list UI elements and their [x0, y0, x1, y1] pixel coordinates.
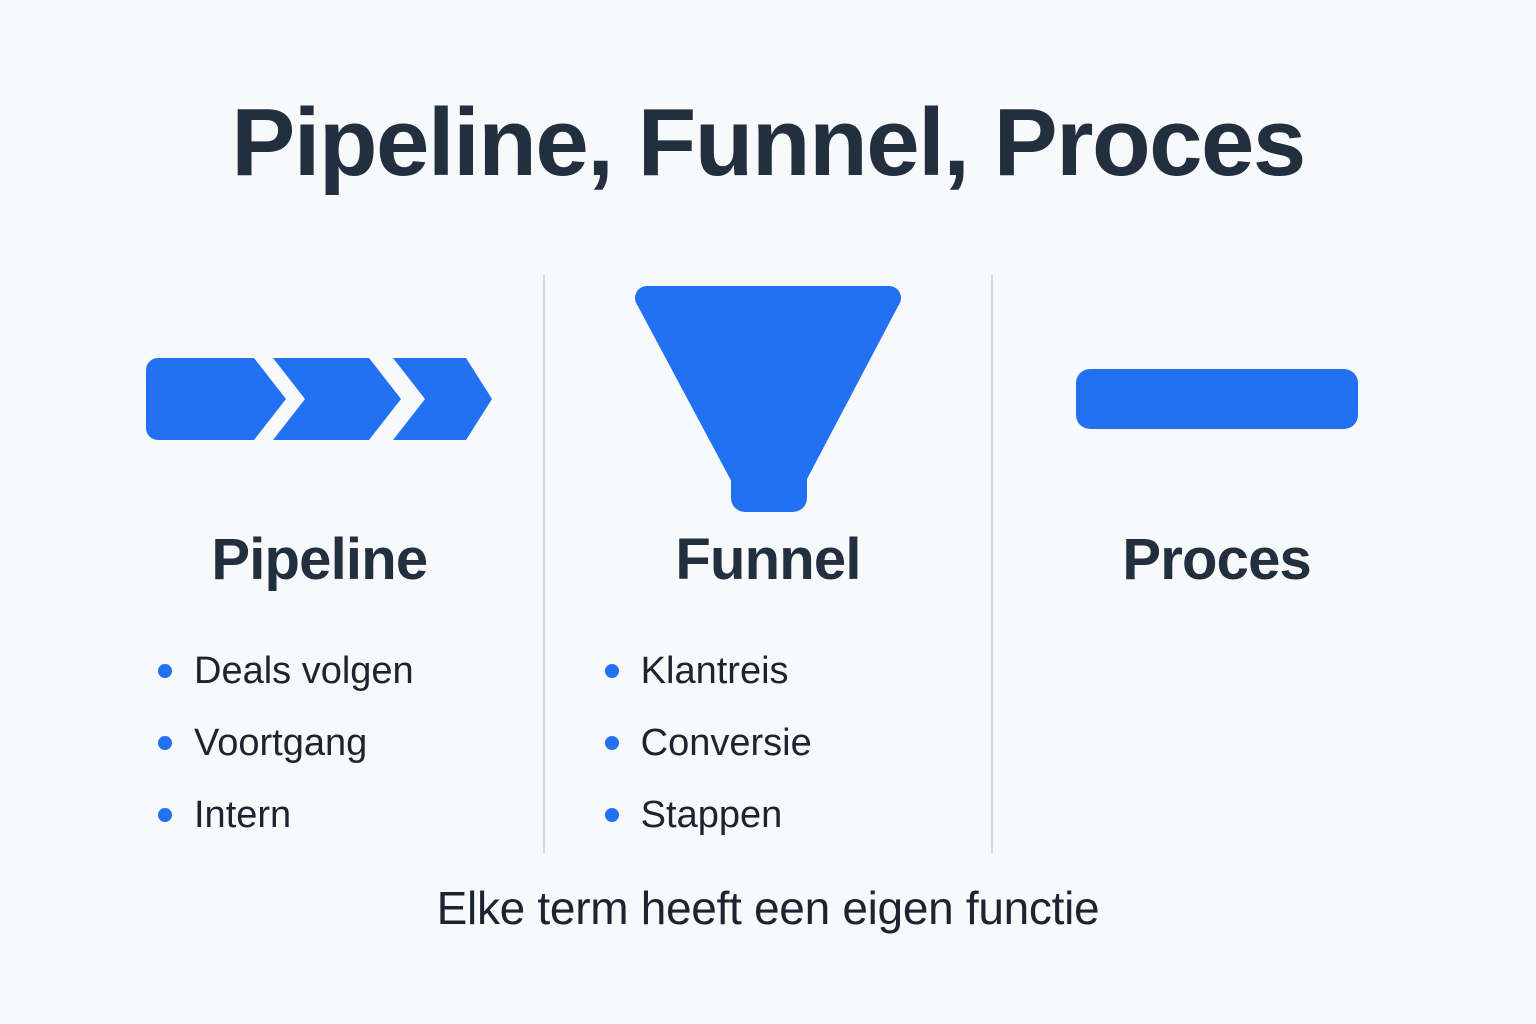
column-proces: Proces	[993, 275, 1440, 853]
columns-container: Pipeline Deals volgen Voortgang Intern	[96, 275, 1440, 853]
bullet-label: Voortgang	[194, 722, 368, 764]
column-heading-funnel: Funnel	[675, 527, 861, 592]
list-item: Voortgang	[96, 707, 543, 779]
pipeline-icon-wrap	[96, 275, 543, 523]
bullet-label: Conversie	[640, 722, 812, 764]
bullet-dot-icon	[158, 664, 172, 678]
bullet-list-pipeline: Deals volgen Voortgang Intern	[96, 635, 543, 851]
list-item: Klantreis	[545, 635, 992, 707]
column-divider-left	[542, 275, 545, 853]
footer-caption: Elke term heeft een eigen functie	[436, 882, 1100, 934]
proces-icon-wrap	[993, 275, 1440, 523]
bullet-label: Klantreis	[640, 650, 789, 692]
column-pipeline: Pipeline Deals volgen Voortgang Intern	[96, 275, 543, 853]
page-title: Pipeline, Funnel, Proces	[231, 89, 1306, 196]
column-funnel: Funnel Klantreis Conversie Stappen	[545, 275, 992, 853]
column-heading-pipeline: Pipeline	[211, 527, 428, 592]
bullet-label: Intern	[194, 794, 292, 836]
chevron-arrows-icon	[146, 358, 493, 440]
bullet-dot-icon	[604, 664, 619, 678]
bullet-dot-icon	[158, 736, 172, 750]
bullet-dot-icon	[604, 736, 619, 750]
bullet-dot-icon	[158, 808, 172, 822]
bullet-label: Deals volgen	[194, 650, 414, 692]
column-heading-proces: Proces	[1122, 527, 1311, 592]
bullet-list-funnel: Klantreis Conversie Stappen	[545, 635, 992, 851]
column-divider-right	[991, 275, 994, 853]
rounded-bar-icon	[1075, 369, 1358, 429]
funnel-icon-wrap	[545, 275, 992, 523]
list-item: Conversie	[545, 707, 992, 779]
bullet-dot-icon	[604, 808, 619, 822]
list-item: Intern	[96, 779, 543, 851]
bullet-label: Stappen	[640, 794, 783, 836]
list-item: Stappen	[545, 779, 992, 851]
list-item: Deals volgen	[96, 635, 543, 707]
funnel-icon	[635, 286, 901, 512]
